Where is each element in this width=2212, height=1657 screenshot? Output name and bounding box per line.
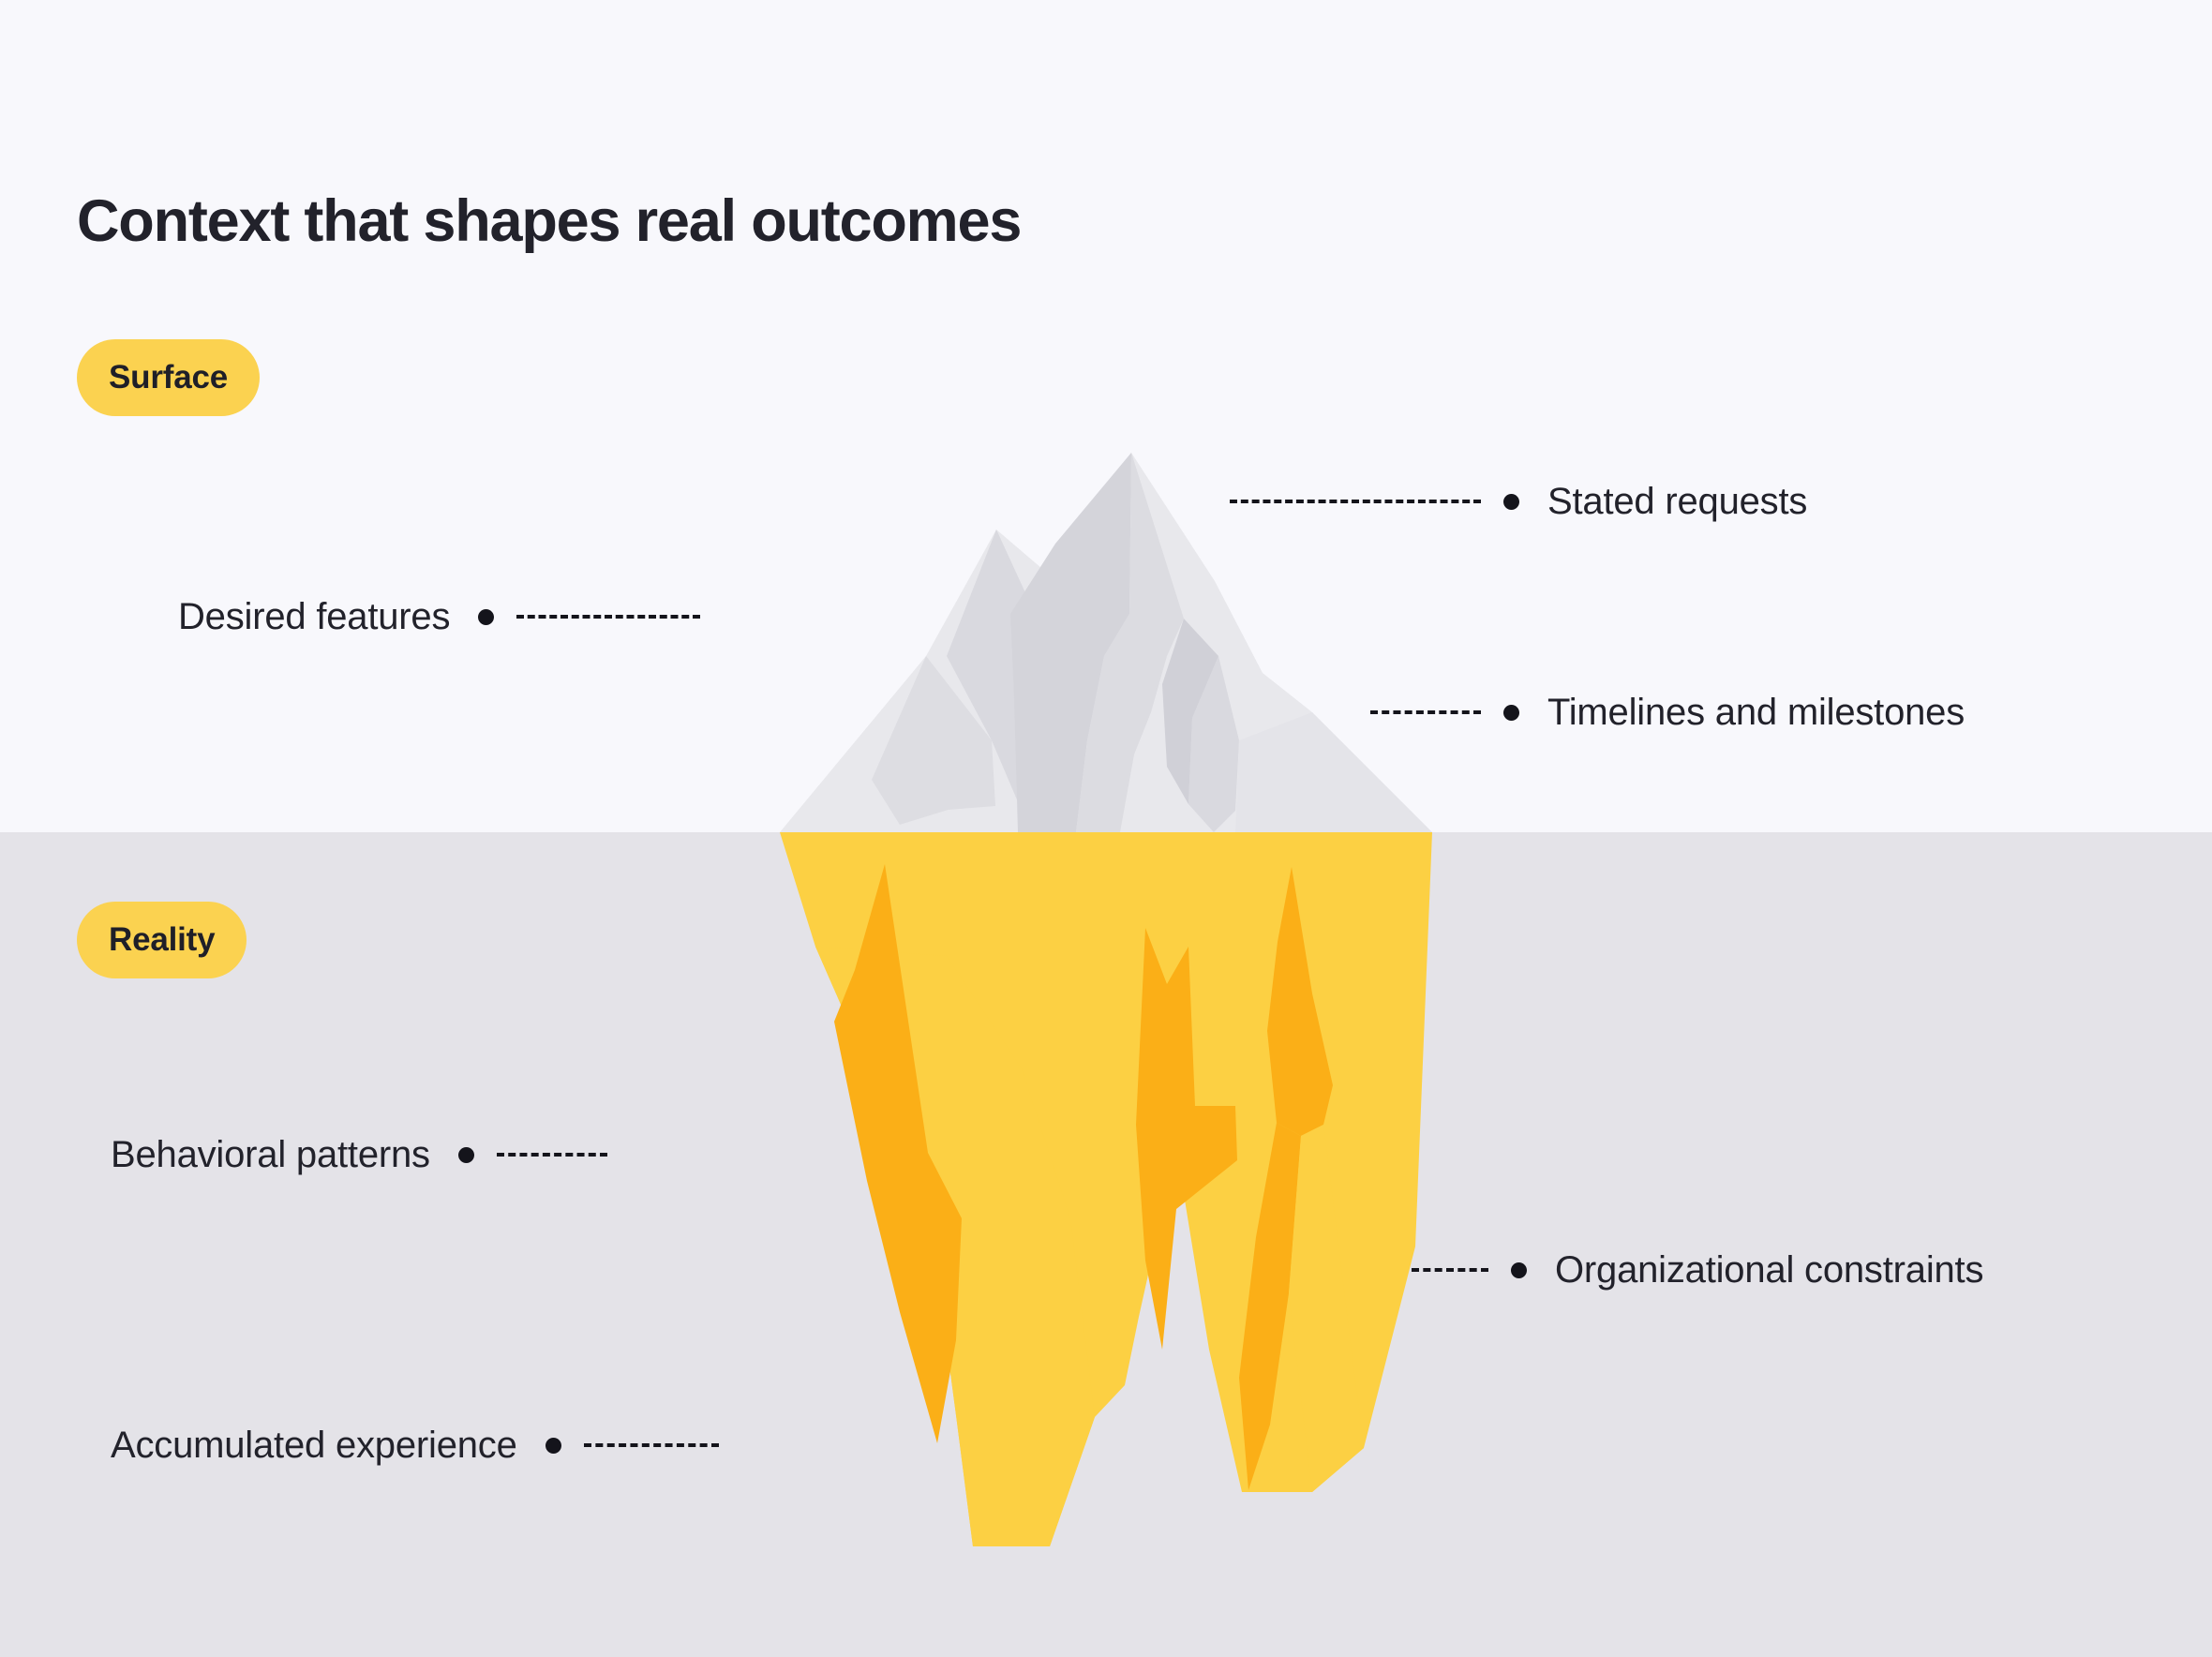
callout-dot-icon (1511, 1261, 1527, 1278)
callout-stated-requests[interactable]: Stated requests (1230, 473, 1807, 530)
callout-leader-line (1230, 500, 1481, 503)
callout-label-accumulated-experience: Accumulated experience (111, 1425, 517, 1466)
callout-desired-features[interactable]: Desired features (178, 589, 701, 645)
callout-label-desired-features: Desired features (178, 596, 451, 637)
callout-dot-icon (478, 608, 495, 625)
callout-label-organizational-constraints: Organizational constraints (1555, 1249, 1984, 1291)
callout-dot-icon (1503, 493, 1519, 510)
section-badge-reality-label: Reality (109, 921, 216, 958)
callout-accumulated-experience[interactable]: Accumulated experience (111, 1417, 719, 1473)
callout-label-behavioral-patterns: Behavioral patterns (111, 1134, 430, 1175)
callout-leader-line (496, 1153, 607, 1157)
page-title: Context that shapes real outcomes (77, 188, 1022, 255)
callout-dot-icon (545, 1437, 561, 1454)
callout-leader-line (516, 615, 701, 619)
callout-label-stated-requests: Stated requests (1547, 481, 1808, 522)
callout-timelines-and-milestones[interactable]: Timelines and milestones (1370, 684, 1965, 740)
section-badge-surface[interactable]: Surface (77, 339, 260, 416)
callout-label-timelines-and-milestones: Timelines and milestones (1547, 692, 1965, 733)
callout-leader-line (1370, 710, 1481, 714)
callout-behavioral-patterns[interactable]: Behavioral patterns (111, 1127, 607, 1183)
section-badge-reality[interactable]: Reality (77, 902, 247, 978)
callout-dot-icon (1503, 704, 1519, 721)
callout-leader-line (583, 1443, 719, 1447)
callout-organizational-constraints[interactable]: Organizational constraints (1412, 1242, 1983, 1298)
callout-leader-line (1412, 1268, 1488, 1272)
section-badge-surface-label: Surface (109, 359, 228, 396)
callout-dot-icon (457, 1146, 474, 1163)
